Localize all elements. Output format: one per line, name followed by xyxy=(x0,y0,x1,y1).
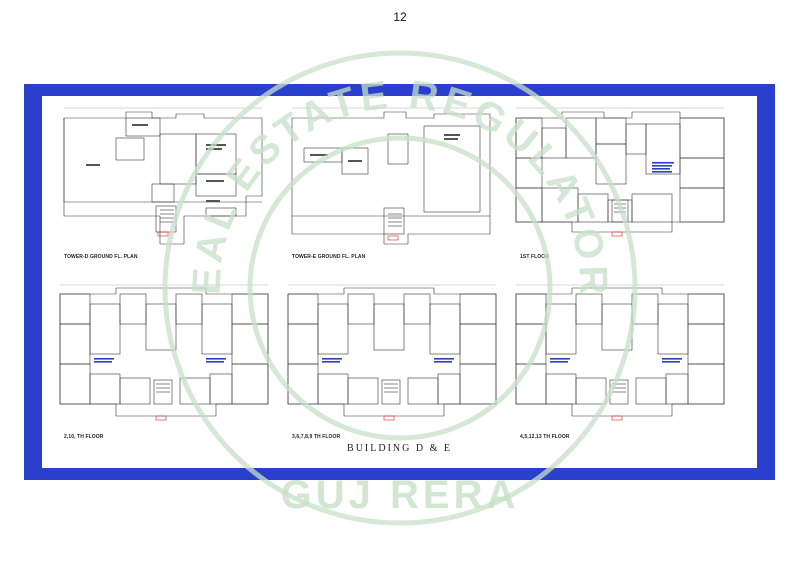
floor-plan-drawing xyxy=(515,107,725,237)
floor-plan-tower-d-ground: TOWER-D GROUND FL. PLAN xyxy=(56,104,278,260)
floor-plan-2-10-th-floor: 2,10, TH FLOOR xyxy=(56,284,278,440)
building-title: BUILDING D & E xyxy=(347,443,452,454)
floor-plan-drawing xyxy=(63,107,263,245)
floor-plan-label: TOWER-D GROUND FL. PLAN xyxy=(64,254,138,260)
floor-plan-drawing xyxy=(287,284,497,421)
floor-plan-drawing xyxy=(59,284,269,421)
floor-plan-tower-e-ground: TOWER-E GROUND FL. PLAN xyxy=(284,104,506,260)
floor-plan-label: 2,10, TH FLOOR xyxy=(64,434,104,440)
drawing-sheet: TOWER-D GROUND FL. PLAN xyxy=(42,96,757,468)
drawing-sheet-frame: TOWER-D GROUND FL. PLAN xyxy=(24,84,775,480)
floor-plan-label: 4,5,12,13 TH FLOOR xyxy=(520,434,570,440)
floor-plan-drawing xyxy=(515,284,725,421)
floor-plan-label: 1ST FLOOR xyxy=(520,254,549,260)
floor-plan-drawing xyxy=(291,107,491,245)
floor-plan-4-5-12-13-th-floor: 4,5,12,13 TH FLOOR xyxy=(512,284,734,440)
floor-plan-1st-floor: 1ST FLOOR xyxy=(512,104,734,260)
floor-plan-3-6-7-8-9-th-floor: 3,6,7,8,9 TH FLOOR xyxy=(284,284,506,440)
floor-plan-label: 3,6,7,8,9 TH FLOOR xyxy=(292,434,341,440)
floor-plan-label: TOWER-E GROUND FL. PLAN xyxy=(292,254,366,260)
page-number: 12 xyxy=(393,10,407,24)
